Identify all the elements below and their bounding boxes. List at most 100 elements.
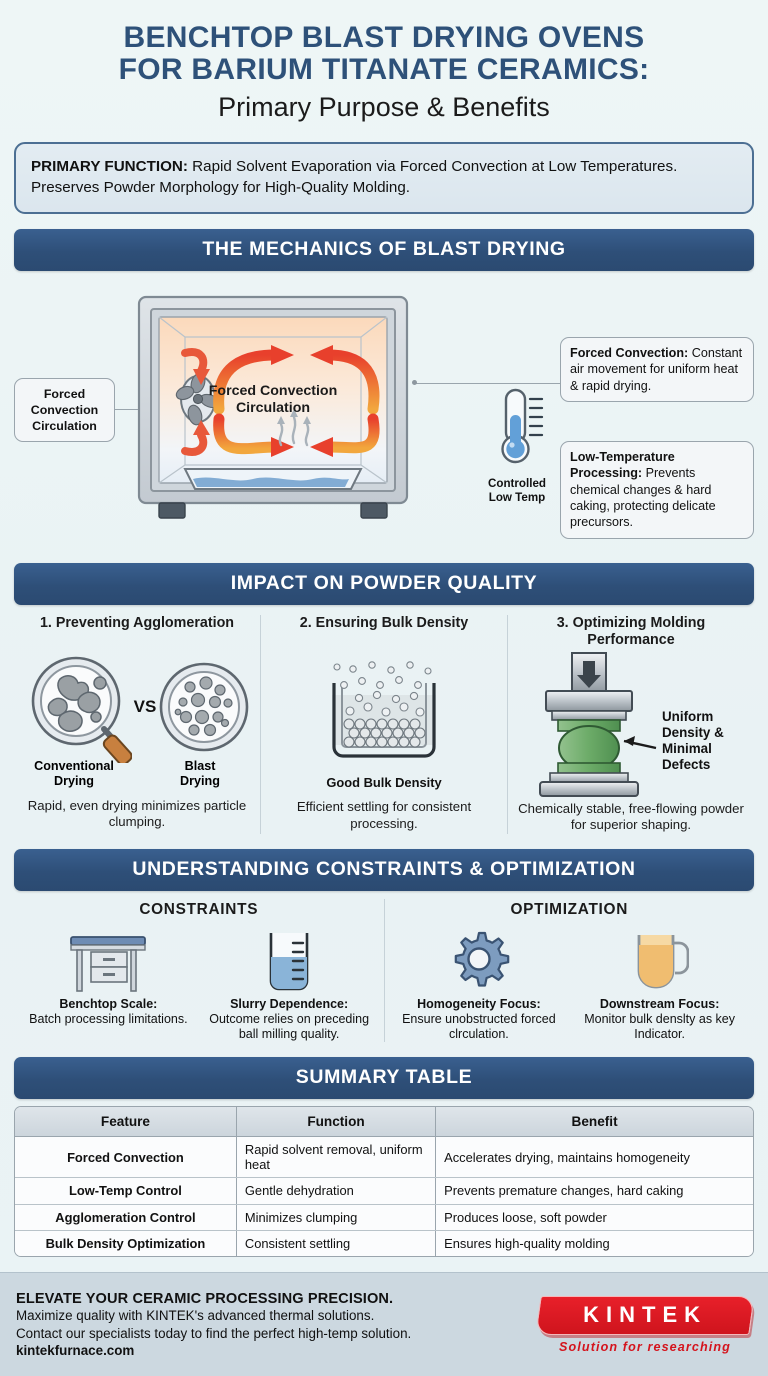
cell-benefit-4: Ensures high-quality molding [435, 1230, 753, 1257]
vs-label: VS [133, 696, 157, 716]
powder-column-agglomeration: 1. Preventing Agglomeration [14, 615, 260, 834]
magnifier-conventional-drying-icon [31, 656, 132, 763]
molding-press-icon: Uniform Density & Minimal Defects [539, 651, 724, 797]
label-conventional-drying: Conventional Drying [26, 759, 122, 789]
oven-label-line-1: Forced Convection [209, 383, 338, 399]
section-header-constraints: Understanding Constraints & Optimization [14, 848, 754, 891]
powder-description-3: Chemically stable, free-flowing powder f… [518, 800, 744, 833]
cell-function-4: Consistent settling [236, 1230, 437, 1257]
powder-column-bulk-density: 2. Ensuring Bulk Density [260, 614, 507, 834]
constraint-desc-1: Batch processing limitations. [29, 1011, 188, 1026]
title-line-1: Benchtop Blast Drying Ovens [123, 21, 645, 54]
molding-annotation-4: Defects [662, 757, 710, 772]
section-header-summary: Summary Table [14, 1056, 754, 1099]
powder-heading-3: 3. Optimizing Molding Performance [556, 614, 706, 649]
footer-text-block: ELEVATE YOUR CERAMIC PROCESSING PRECISIO… [16, 1291, 538, 1357]
cell-benefit-1: Accelerates drying, maintains homogeneit… [435, 1136, 753, 1179]
bulk-density-caption: Good Bulk Density [326, 774, 442, 790]
cell-feature-4: Bulk Density Optimization [15, 1230, 237, 1257]
powder-heading-2: 2. Ensuring Bulk Density [299, 614, 469, 631]
thermometer-label-line-1: Controlled [488, 476, 546, 490]
leader-dot [412, 379, 417, 385]
section-header-mechanics: The Mechanics of Blast Drying [14, 228, 754, 271]
optimization-title-1: Homogeneity Focus: [417, 996, 541, 1011]
table-header-feature: Feature [15, 1106, 237, 1137]
summary-table: Feature Function Benefit Forced Convecti… [14, 1105, 754, 1258]
table-header-row: Feature Function Benefit [15, 1106, 753, 1137]
cell-benefit-2: Prevents premature changes, hard caking [435, 1177, 753, 1205]
powder-description-1: Rapid, even drying minimizes particle cl… [27, 797, 247, 830]
callout-low-temperature-body: Prevents chemical changes & hard caking,… [570, 466, 716, 530]
constraints-optimization-grid: CONSTRAINTS [14, 898, 755, 1042]
mug-icon [573, 923, 746, 993]
constraint-item-slurry-dependence: Slurry Dependence: Outcome relies on pre… [199, 923, 380, 1042]
table-row: Agglomeration Control Minimizes clumping… [15, 1204, 753, 1231]
agglomeration-labels: Conventional Drying Blast Drying [22, 759, 252, 789]
callout-forced-convection: Forced Convection: Constant air movement… [560, 336, 754, 403]
blast-drying-oven-illustration: Forced Convection Circulation [137, 295, 409, 519]
footer-website-link[interactable]: kintekfurnace.com [16, 1342, 135, 1358]
constraints-title: CONSTRAINTS [139, 900, 259, 918]
leader-line-left [115, 408, 160, 410]
agglomeration-comparison-art: VS [22, 651, 252, 763]
title-subtitle: Primary Purpose & Benefits [218, 91, 550, 122]
optimization-desc-1: Ensure unobstructed forced clrculation. [402, 1011, 556, 1041]
callout-forced-convection-body: Constant air movement for uniform heat &… [570, 345, 743, 393]
magnifier-blast-drying-icon [160, 662, 249, 752]
constraint-title-2: Slurry Dependence: [230, 996, 349, 1011]
footer-cta: ELEVATE YOUR CERAMIC PROCESSING PRECISIO… [0, 1272, 768, 1376]
label-blast-drying: Blast Drying [152, 759, 248, 789]
table-row: Low-Temp Control Gentle dehydration Prev… [15, 1177, 753, 1205]
primary-function-text: Rapid Solvent Evaporation via Forced Con… [31, 157, 678, 197]
table-row: Bulk Density Optimization Consistent set… [15, 1230, 753, 1257]
constraints-half: CONSTRAINTS [14, 899, 384, 1042]
bulk-density-art [269, 651, 499, 775]
cell-feature-3: Agglomeration Control [15, 1204, 237, 1231]
optimization-item-homogeneity: Homogeneity Focus: Ensure unobstructed f… [389, 923, 570, 1042]
desk-icon [22, 923, 195, 993]
mechanics-diagram: Forced Convection Circulation Forced Con… [0, 275, 768, 548]
beaker-icon [203, 923, 376, 993]
constraint-desc-2: Outcome relies on preceding ball milling… [209, 1011, 370, 1041]
powder-heading-1: 1. Preventing Agglomeration [39, 614, 235, 631]
label-blast-line2: Drying [180, 773, 220, 788]
callout-forced-convection-title: Forced Convection: [570, 345, 689, 360]
table-header-benefit: Benefit [435, 1106, 753, 1137]
footer-line-1: Maximize quality with KINTEK's advanced … [16, 1308, 375, 1324]
primary-function-label: PRIMARY FUNCTION: [31, 157, 188, 175]
molding-annotation-2: Density & [662, 725, 724, 740]
callout-forced-convection-circulation: Forced Convection Circulation [14, 377, 115, 443]
cell-feature-1: Forced Convection [15, 1136, 237, 1179]
optimization-title-2: Downstream Focus: [599, 996, 720, 1011]
oven-label-line-2: Circulation [236, 400, 310, 416]
optimization-half: OPTIMIZATION Homogeneity Focus: Ensure u… [383, 898, 755, 1042]
powder-quality-columns: 1. Preventing Agglomeration [14, 614, 754, 834]
table-row: Forced Convection Rapid solvent removal,… [15, 1136, 753, 1179]
constraint-item-benchtop-scale: Benchtop Scale: Batch processing limitat… [18, 923, 199, 1042]
callout-low-temperature-title: Low-Temperature Processing: [570, 449, 675, 481]
callout-low-temperature: Low-Temperature Processing: Prevents che… [560, 440, 754, 539]
primary-function-box: PRIMARY FUNCTION: Rapid Solvent Evaporat… [14, 141, 754, 214]
label-conventional-line2: Drying [54, 773, 94, 788]
thermometer-label-line-2: Low Temp [488, 490, 546, 504]
table-header-function: Function [236, 1106, 437, 1137]
logo-banner: KINTEK [535, 1295, 755, 1335]
cell-function-2: Gentle dehydration [236, 1177, 437, 1205]
molding-annotation-3: Minimal [662, 741, 712, 756]
optimization-item-downstream: Downstream Focus: Monitor bulk denslty a… [569, 923, 750, 1042]
beaker-settling-icon [332, 661, 436, 758]
cell-function-3: Minimizes clumping [236, 1204, 437, 1231]
cell-function-1: Rapid solvent removal, uniform heat [236, 1136, 437, 1179]
cell-benefit-3: Produces loose, soft powder [435, 1204, 753, 1231]
molding-press-art: Uniform Density & Minimal Defects [516, 651, 746, 799]
leader-line-right [415, 382, 561, 384]
label-conventional-line1: Conventional [34, 758, 114, 773]
optimization-title: OPTIMIZATION [510, 900, 629, 918]
constraint-title-1: Benchtop Scale: [59, 996, 158, 1011]
optimization-desc-2: Monitor bulk denslty as key Indicator. [584, 1011, 735, 1041]
logo-tagline: Solution for researching [559, 1339, 731, 1354]
section-header-powder-quality: Impact on Powder Quality [14, 562, 754, 605]
logo-wordmark: KINTEK [583, 1301, 708, 1327]
molding-annotation-1: Uniform [662, 709, 713, 724]
